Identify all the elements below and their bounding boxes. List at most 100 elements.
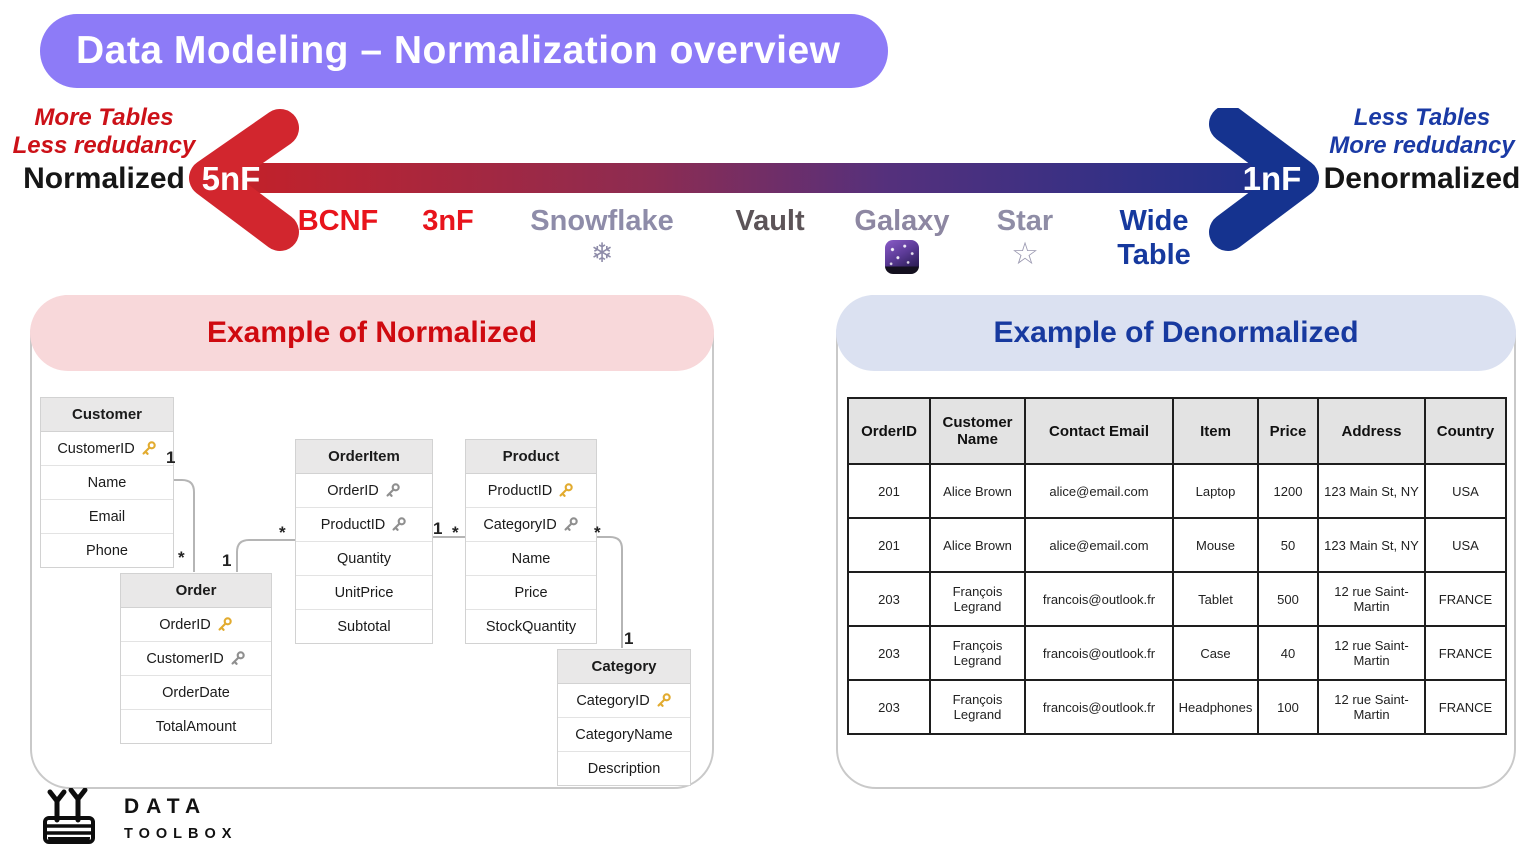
page-title: Data Modeling – Normalization overview (40, 14, 888, 88)
entity-field: CategoryID (466, 508, 596, 542)
cardinality-order-many: * (178, 548, 185, 567)
key-icon (229, 650, 246, 667)
field-label: Name (511, 550, 551, 567)
table-cell: 201 (847, 463, 931, 519)
table-cell: 40 (1257, 625, 1319, 681)
field-label: Name (87, 474, 127, 491)
table-cell: USA (1424, 517, 1507, 573)
entity-field: Phone (41, 534, 173, 567)
cardinality-category-one: 1 (624, 629, 634, 648)
table-cell: francois@outlook.fr (1024, 571, 1174, 627)
table-cell: 500 (1257, 571, 1319, 627)
milky-way-icon (885, 240, 919, 274)
table-header-row: OrderID Customer Name Contact Email Item… (847, 397, 1507, 465)
table-cell: alice@email.com (1024, 517, 1174, 573)
normalized-endpoint: More Tables Less redudancy Normalized (6, 104, 202, 198)
table-cell: 203 (847, 625, 931, 681)
table-cell: FRANCE (1424, 571, 1507, 627)
field-label: CategoryID (576, 692, 650, 709)
table-row: 203 François Legrand francois@outlook.fr… (847, 571, 1507, 627)
table-cell: Laptop (1172, 463, 1259, 519)
entity-title: OrderItem (296, 440, 432, 474)
key-icon (562, 516, 579, 533)
column-header: OrderID (847, 397, 931, 465)
entity-field: ProductID (466, 474, 596, 508)
five-nf-label: 5nF (201, 160, 261, 197)
entity-field: CustomerID (41, 432, 173, 466)
field-label: Quantity (337, 550, 391, 567)
field-label: OrderID (327, 482, 379, 499)
field-label: CategoryName (575, 726, 673, 743)
left-arrowhead-icon (189, 109, 299, 251)
normalization-spectrum-arrow (189, 108, 1319, 251)
table-cell: 123 Main St, NY (1317, 463, 1426, 519)
stage-snowflake: Snowflake (530, 205, 674, 237)
field-label: TotalAmount (155, 718, 237, 735)
table-row: 201 Alice Brown alice@email.com Mouse 50… (847, 517, 1507, 573)
cardinality-orderitem-many: * (279, 523, 286, 542)
column-header: Contact Email (1024, 397, 1174, 465)
right-arrowhead-icon (1209, 108, 1319, 251)
toolbox-icon (43, 787, 95, 844)
table-cell: francois@outlook.fr (1024, 625, 1174, 681)
snowflake-icon: ❄ (590, 238, 614, 268)
entity-field: CategoryName (558, 718, 690, 752)
table-cell: Mouse (1172, 517, 1259, 573)
table-cell: FRANCE (1424, 625, 1507, 681)
connector-order-orderitem (236, 539, 295, 572)
table-cell: USA (1424, 463, 1507, 519)
table-cell: 12 rue Saint-Martin (1317, 571, 1426, 627)
entity-field: OrderDate (121, 676, 271, 710)
field-label: StockQuantity (485, 618, 577, 635)
table-cell: Case (1172, 625, 1259, 681)
field-label: UnitPrice (334, 584, 394, 601)
entity-field: Subtotal (296, 610, 432, 643)
field-label: Email (88, 508, 126, 525)
field-label: ProductID (320, 516, 386, 533)
brand-line1: DATA (124, 795, 208, 818)
more-tables-caption: More Tables (34, 104, 174, 131)
denormalized-panel-title: Example of Denormalized (836, 295, 1516, 371)
entity-field: StockQuantity (466, 610, 596, 643)
table-cell: Alice Brown (929, 463, 1026, 519)
less-tables-caption: Less Tables (1353, 104, 1491, 131)
entity-field: CategoryID (558, 684, 690, 718)
connector-product-category (595, 536, 623, 648)
entity-orderitem: OrderItem OrderID ProductID Quantity Uni… (295, 439, 433, 644)
less-redundancy-caption: Less redudancy (12, 132, 196, 159)
key-icon (384, 482, 401, 499)
key-icon (557, 482, 574, 499)
table-row: 201 Alice Brown alice@email.com Laptop 1… (847, 463, 1507, 519)
relationship-connectors (172, 479, 623, 648)
table-cell: alice@email.com (1024, 463, 1174, 519)
cardinality-customer-one: 1 (166, 448, 176, 467)
entity-title: Category (558, 650, 690, 684)
entity-title: Customer (41, 398, 173, 432)
entity-field: Name (466, 542, 596, 576)
table-cell: 1200 (1257, 463, 1319, 519)
entity-title: Order (121, 574, 271, 608)
entity-category: Category CategoryID CategoryName Descrip… (557, 649, 691, 786)
entity-customer: Customer CustomerID Name Email Phone (40, 397, 174, 568)
field-label: Price (514, 584, 548, 601)
field-label: CategoryID (483, 516, 557, 533)
entity-product: Product ProductID CategoryID Name Price … (465, 439, 597, 644)
stage-wide-table: Wide Table (1106, 204, 1202, 272)
brand-logo (36, 787, 102, 853)
key-icon (216, 616, 233, 633)
key-icon (140, 440, 157, 457)
key-icon (390, 516, 407, 533)
entity-field: Email (41, 500, 173, 534)
entity-field: CustomerID (121, 642, 271, 676)
column-header: Customer Name (929, 397, 1026, 465)
brand-wordmark: DATA TOOLBOX (124, 795, 237, 842)
page-title-text: Data Modeling – Normalization overview (76, 29, 841, 72)
table-cell: 201 (847, 517, 931, 573)
cardinality-product-cat-many: * (594, 523, 601, 542)
entity-order: Order OrderID CustomerID OrderDate Total… (120, 573, 272, 744)
cardinality-order-one: 1 (222, 551, 232, 570)
denormalized-table: OrderID Customer Name Contact Email Item… (847, 397, 1507, 735)
denormalized-panel: Example of Denormalized OrderID Customer… (836, 295, 1516, 789)
one-nf-label: 1nF (1242, 160, 1302, 197)
entity-field: Description (558, 752, 690, 785)
